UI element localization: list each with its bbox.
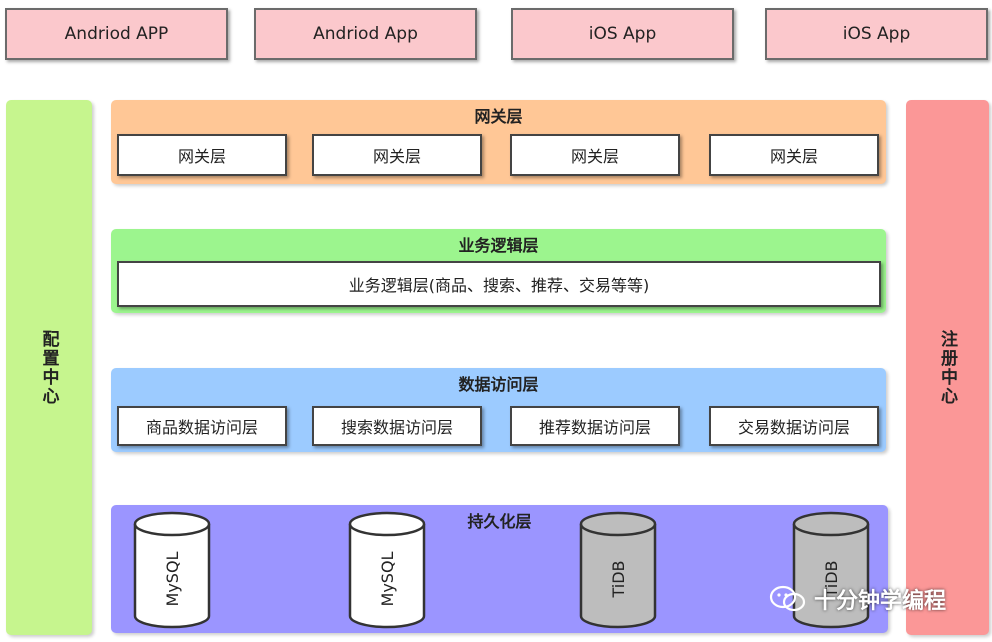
gateway-node: 网关层 <box>510 134 680 176</box>
database-mysql-2: MySQL <box>348 511 426 629</box>
gateway-node: 网关层 <box>117 134 287 176</box>
database-label: MySQL <box>163 551 182 606</box>
gateway-node: 网关层 <box>709 134 879 176</box>
config-center: 配置中心 <box>6 100 92 635</box>
data-access-node: 交易数据访问层 <box>709 406 879 446</box>
database-tidb-2: TiDB <box>792 511 870 629</box>
business-layer-title: 业务逻辑层 <box>458 236 539 255</box>
gateway-node: 网关层 <box>312 134 482 176</box>
business-layer: 业务逻辑层 业务逻辑层(商品、搜索、推荐、交易等等) <box>111 229 886 313</box>
gateway-layer: 网关层 网关层 网关层 网关层 网关层 <box>111 100 886 184</box>
data-access-layer: 数据访问层 商品数据访问层 搜索数据访问层 推荐数据访问层 交易数据访问层 <box>111 368 886 452</box>
database-label: MySQL <box>378 551 397 606</box>
database-tidb-1: TiDB <box>579 511 657 629</box>
database-label: TiDB <box>822 560 841 598</box>
persistence-layer: 持久化层 <box>111 505 888 633</box>
persistence-layer-title: 持久化层 <box>467 512 532 531</box>
registry-center: 注册中心 <box>906 100 989 635</box>
data-access-node: 搜索数据访问层 <box>312 406 482 446</box>
business-node: 业务逻辑层(商品、搜索、推荐、交易等等) <box>117 261 881 307</box>
data-access-layer-title: 数据访问层 <box>458 375 539 394</box>
client-ios-app-1: iOS App <box>511 8 734 60</box>
database-label: TiDB <box>609 560 628 598</box>
watermark: 十分钟学编程 <box>768 584 968 614</box>
watermark-text: 十分钟学编程 <box>814 589 947 614</box>
client-android-app-1: Andriod APP <box>5 8 228 60</box>
database-mysql-1: MySQL <box>133 511 211 629</box>
config-center-label: 配置中心 <box>38 329 59 406</box>
wechat-icon <box>769 585 806 612</box>
client-android-app-2: Andriod App <box>254 8 477 60</box>
client-ios-app-2: iOS App <box>765 8 988 60</box>
data-access-node: 推荐数据访问层 <box>510 406 680 446</box>
gateway-layer-title: 网关层 <box>474 107 523 126</box>
registry-center-label: 注册中心 <box>937 329 957 406</box>
data-access-node: 商品数据访问层 <box>117 406 287 446</box>
